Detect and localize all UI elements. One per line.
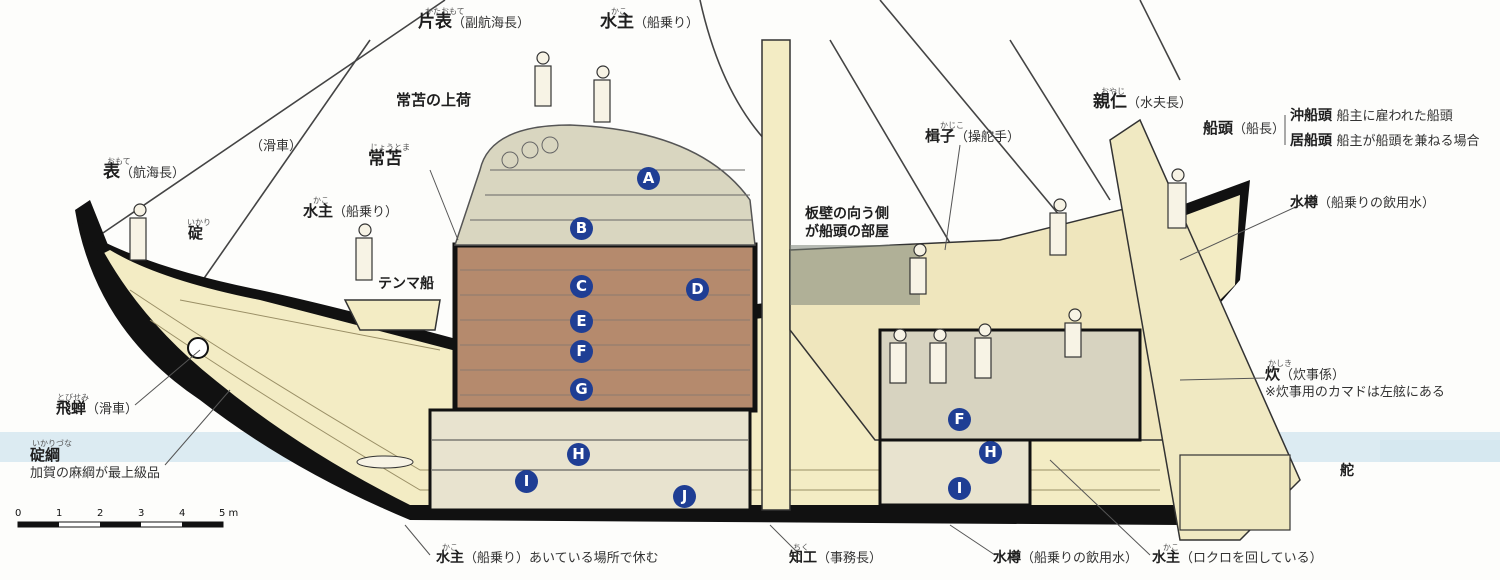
label-mizutaru-top: 水樽（船乗りの飲用水） <box>1290 195 1436 211</box>
scale-tick-2: 2 <box>97 508 104 519</box>
cargo-marker-f: F <box>570 340 593 363</box>
label-kajiko: 楫子（操舵手） <box>925 127 1021 145</box>
label-katao: 片表（副航海長） <box>418 12 531 32</box>
pulley-icon <box>187 337 209 359</box>
cargo-marker-j: J <box>673 485 696 508</box>
label-okisendo: 沖船頭 船主に雇われた船頭 <box>1290 108 1453 124</box>
scale-tick-0: 0 <box>15 508 22 519</box>
kako-top-ruby: かこ <box>611 7 627 16</box>
kajiko-ruby: かじこ <box>940 121 964 130</box>
aft-hold <box>878 328 1142 442</box>
omote-ruby: おもて <box>107 157 131 166</box>
cargo-marker-g: G <box>570 378 593 401</box>
kako-mid-ruby: かこ <box>313 196 329 205</box>
label-ikarizuna: 碇綱 加賀の麻綱が最上級品 <box>30 446 161 481</box>
cargo-marker-c: C <box>570 275 593 298</box>
cargo-marker-i-aft: I <box>948 477 971 500</box>
tobisemi-ruby: とびせみ <box>57 393 89 402</box>
scale-tick-4: 4 <box>179 508 186 519</box>
label-sendo: 船頭（船長） <box>1203 119 1286 137</box>
rigging <box>99 0 1181 321</box>
scale-bar <box>17 521 224 528</box>
label-omote: 表（航海長） <box>103 162 186 182</box>
chiku-ruby: ちく <box>793 543 809 552</box>
label-kako-bottom: 水主（船乗り）あいている場所で休む <box>436 550 659 566</box>
katao-ruby: かたおもて <box>425 7 465 16</box>
kashiki-ruby: かしき <box>1268 359 1292 368</box>
label-itakabe: 板壁の向う側 が船頭の部屋 <box>805 206 889 240</box>
label-joto: 常苫 <box>368 149 402 169</box>
sailor-figures <box>129 51 1187 384</box>
main-mast <box>761 39 791 511</box>
cargo-marker-a: A <box>637 167 660 190</box>
cargo-marker-i: I <box>515 470 538 493</box>
cargo-marker-b: B <box>570 217 593 240</box>
label-kako-top: 水主（船乗り） <box>600 12 700 32</box>
oyaji-ruby: おやじ <box>1101 87 1125 96</box>
kako-bottom-ruby: かこ <box>442 543 458 552</box>
label-joto-uwani: 常苫の上荷 <box>396 91 472 109</box>
label-izusendo: 居船頭 船主が船頭を兼ねる場合 <box>1290 133 1480 149</box>
label-kashiki: 炊（炊事係） ※炊事用のカマドは左舷にある <box>1265 365 1445 401</box>
label-kako-mid: 水主（船乗り） <box>303 202 399 220</box>
label-kako-rokuro: 水主（ロクロを回している） <box>1152 550 1323 566</box>
ikari-ruby: いかり <box>187 218 211 227</box>
deck-cargo <box>453 124 756 246</box>
cargo-marker-f-aft: F <box>948 408 971 431</box>
label-tobisemi: 飛蝉（滑車） <box>56 399 139 417</box>
ikarizuna-ruby: いかりづな <box>32 439 72 448</box>
label-mizutaru-bottom: 水樽（船乗りの飲用水） <box>993 550 1139 566</box>
scale-tick-3: 3 <box>138 508 145 519</box>
label-kaji: 舵 <box>1340 463 1354 479</box>
label-tenma: テンマ船 <box>378 276 434 292</box>
scale-tick-1: 1 <box>56 508 63 519</box>
leader-lines <box>134 115 1301 556</box>
cargo-marker-e: E <box>570 310 593 333</box>
label-kassha: （滑車） <box>250 139 303 154</box>
cargo-marker-d: D <box>686 278 709 301</box>
label-chiku: 知工（事務長） <box>789 550 883 566</box>
label-ikari: 碇 <box>188 224 204 242</box>
cargo-marker-h: H <box>567 443 590 466</box>
kako-rokuro-ruby: かこ <box>1163 543 1179 552</box>
label-oyaji: 親仁（水夫長） <box>1093 92 1193 112</box>
joto-ruby: じょうとま <box>370 143 410 152</box>
cargo-marker-h-aft: H <box>979 441 1002 464</box>
scale-tick-5: 5 m <box>219 508 239 519</box>
cargo-hold <box>452 242 758 413</box>
